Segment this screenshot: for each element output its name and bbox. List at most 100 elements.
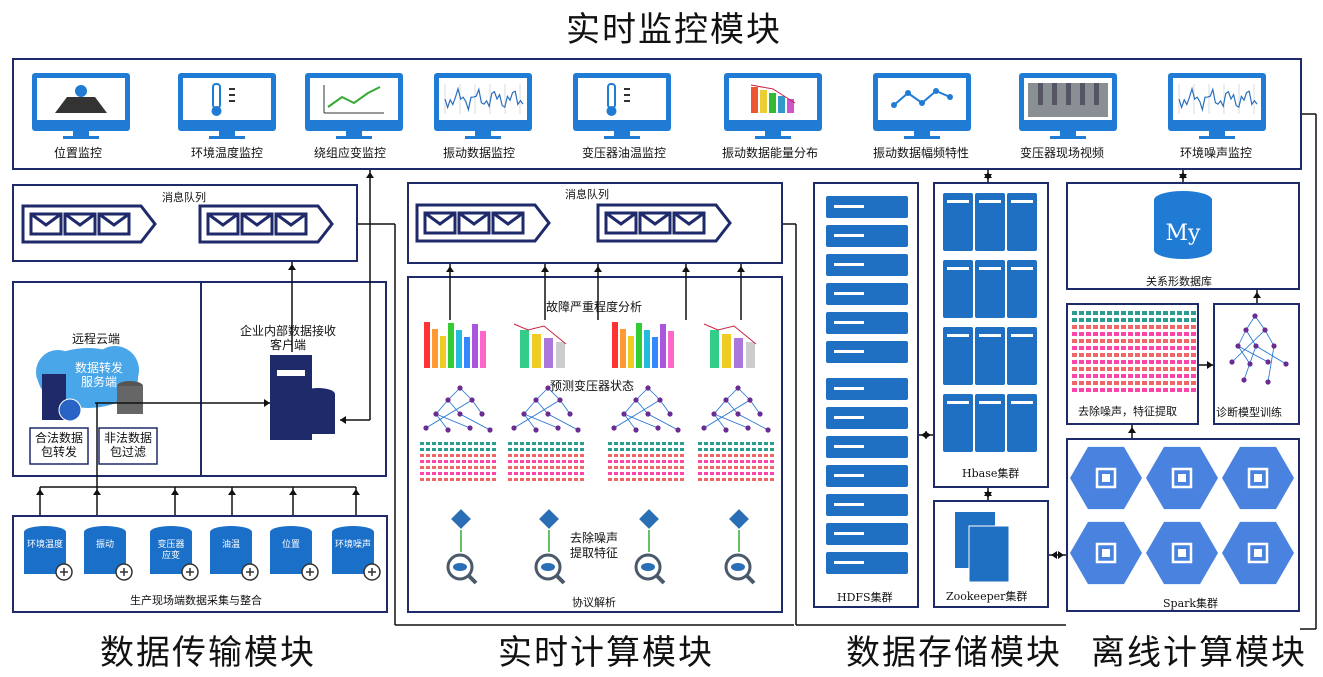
feature-matrix-cell <box>1107 332 1112 336</box>
matrix-cell <box>662 442 666 445</box>
graph-node <box>445 427 451 433</box>
graph-node <box>701 425 707 431</box>
envelope-flap <box>241 212 273 227</box>
feature-matrix-cell <box>1177 353 1182 357</box>
matrix-cell <box>444 460 448 463</box>
feature-matrix-cell <box>1093 346 1098 350</box>
matrix-cell <box>514 466 518 469</box>
graph-node <box>1262 327 1268 333</box>
feature-matrix-cell <box>1156 367 1161 371</box>
envelope-flap <box>275 212 307 227</box>
matrix-cell <box>420 472 424 475</box>
feature-matrix-cell <box>1093 374 1098 378</box>
matrix-cell <box>456 472 460 475</box>
feature-matrix-cell <box>1156 346 1161 350</box>
matrix-cell <box>668 478 672 481</box>
bar <box>751 87 758 113</box>
matrix-cell <box>550 448 554 451</box>
matrix-cell <box>632 478 636 481</box>
feature-matrix-cell <box>1121 367 1126 371</box>
matrix-cell <box>532 448 536 451</box>
matrix-cell <box>734 460 738 463</box>
zookeeper-label: Zookeeper集群 <box>946 590 1028 603</box>
feature-matrix-cell <box>1191 374 1196 378</box>
matrix-cell <box>614 454 618 457</box>
chip-icon <box>1247 467 1269 489</box>
bar-chart-bar <box>746 342 755 368</box>
feature-matrix-cell <box>1149 325 1154 329</box>
graph-node <box>633 397 639 403</box>
graph-edge <box>725 399 739 415</box>
matrix-cell <box>580 442 584 445</box>
matrix-cell <box>526 466 530 469</box>
matrix-cell <box>728 448 732 451</box>
matrix-cell <box>450 478 454 481</box>
feature-matrix-cell <box>1149 353 1154 357</box>
monitor-stand <box>1209 131 1225 136</box>
feature-matrix-cell <box>1114 374 1119 378</box>
matrix-cell <box>770 442 774 445</box>
matrix-cell <box>734 454 738 457</box>
matrix-cell <box>532 466 536 469</box>
thermo-bulb <box>606 106 617 116</box>
monitor-thermometer-icon <box>573 73 671 139</box>
matrix-cell <box>544 472 548 475</box>
matrix-cell <box>608 442 612 445</box>
graph-node <box>575 427 581 433</box>
chip-icon <box>1247 542 1269 564</box>
feature-matrix-cell <box>1170 332 1175 336</box>
server-slot <box>1011 401 1033 404</box>
graph-node <box>1235 343 1241 349</box>
matrix-cell <box>550 472 554 475</box>
matrix-cell <box>420 454 424 457</box>
feature-matrix-cell <box>1177 388 1182 392</box>
server-slot <box>834 234 864 237</box>
matrix-cell <box>620 472 624 475</box>
feature-matrix-cell <box>1163 360 1168 364</box>
hdfs-server-icon <box>826 196 908 218</box>
matrix-cell <box>626 442 630 445</box>
feature-matrix-cell <box>1177 339 1182 343</box>
graph-node <box>657 397 663 403</box>
matrix-cell <box>426 466 430 469</box>
graph-edge <box>1237 329 1247 347</box>
matrix-cell <box>680 448 684 451</box>
graph-node <box>457 411 463 417</box>
bar <box>760 90 767 113</box>
graph-edge <box>471 399 483 415</box>
offline-denoise-label: 去除噪声，特征提取 <box>1078 405 1177 418</box>
monitor-transformer-photo-icon <box>1019 73 1117 139</box>
server-slot <box>834 503 864 506</box>
matrix-cell <box>740 454 744 457</box>
server-slot <box>947 401 969 404</box>
monitor-label: 环境噪声监控 <box>1180 145 1252 160</box>
matrix-cell <box>538 448 542 451</box>
matrix-cell <box>620 454 624 457</box>
graph-edge <box>559 399 571 415</box>
feature-matrix-cell <box>1093 311 1098 315</box>
matrix-cell <box>486 460 490 463</box>
monitor-thermometer-icon <box>178 73 276 139</box>
matrix-cell <box>764 472 768 475</box>
server-slot <box>834 445 864 448</box>
server-slot <box>834 263 864 266</box>
feature-matrix-cell <box>1107 374 1112 378</box>
bar-chart-bar <box>636 323 642 368</box>
feature-matrix-cell <box>1093 353 1098 357</box>
matrix-cell <box>704 460 708 463</box>
matrix-cell <box>480 454 484 457</box>
feature-matrix-cell <box>1086 381 1091 385</box>
feature-matrix-cell <box>1079 311 1084 315</box>
matrix-cell <box>644 460 648 463</box>
source-label: 油温 <box>222 538 240 550</box>
matrix-cell <box>538 442 542 445</box>
matrix-cell <box>450 442 454 445</box>
matrix-cell <box>728 442 732 445</box>
graph-edge <box>737 413 769 431</box>
graph-edge <box>459 413 491 431</box>
matrix-cell <box>608 478 612 481</box>
feature-matrix-cell <box>1156 381 1161 385</box>
envelope-flap <box>30 212 62 227</box>
feature-matrix-cell <box>1170 311 1175 315</box>
feature-matrix-cell <box>1177 318 1182 322</box>
